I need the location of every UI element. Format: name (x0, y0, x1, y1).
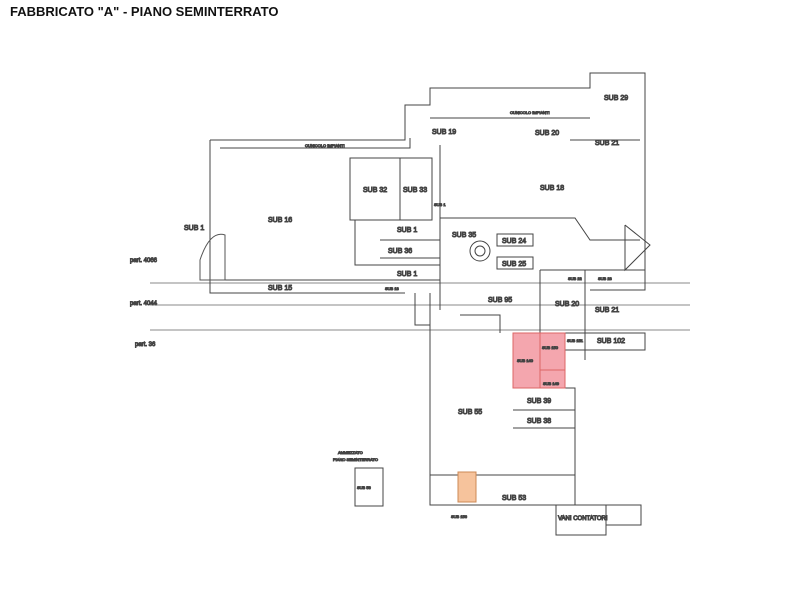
unit-label: SUB 21 (595, 307, 619, 314)
unit-label: SUB 36 (388, 248, 412, 255)
unit-label: SUB 16 (268, 217, 292, 224)
unit-label: SUB 29 (604, 95, 628, 102)
corridor-label: CUNICOLO IMPIANTI (510, 110, 550, 115)
unit-label: SUB 20 (535, 130, 559, 137)
unit-label: SUB 18 (385, 286, 400, 291)
unit-label: SUB 95 (488, 297, 512, 304)
unit-label: SUB 33 (403, 187, 427, 194)
unit-label: SUB 1 (434, 202, 446, 207)
unit-label: SUB 38 (527, 418, 551, 425)
unit-label: SUB 20 (555, 301, 579, 308)
unit-label: SUB 19 (432, 129, 456, 136)
highlight-sub156 (457, 471, 477, 503)
unit-label: SUB 25 (502, 261, 526, 268)
unit-label: SUB 102 (597, 338, 625, 345)
unit-label: SUB 156 (451, 514, 468, 519)
parcel-label: part. 36 (135, 342, 156, 348)
unit-label: SUB 22 (568, 276, 583, 281)
unit-label: SUB 32 (363, 187, 387, 194)
corridor-label: CUNICOLO IMPIANTI (305, 143, 345, 148)
unit-label: SUB 23 (598, 276, 613, 281)
mezzanine-label: PIANO SEMINTERRATO (333, 457, 378, 462)
unit-label: SUB 150 (542, 345, 559, 350)
unit-label: SUB 149 (543, 381, 560, 386)
unit-label: SUB 151 (567, 338, 584, 343)
unit-label: SUB 1 (184, 225, 204, 232)
unit-label: SUB 18 (540, 185, 564, 192)
unit-label: SUB 24 (502, 238, 526, 245)
unit-label: SUB 56 (357, 485, 372, 490)
unit-label: SUB 53 (502, 495, 526, 502)
unit-label: VANI CONTATORI (558, 516, 608, 522)
unit-label: SUB 39 (527, 398, 551, 405)
mezzanine-label: AMMEZZATO (338, 450, 363, 455)
unit-label: SUB 1 (397, 271, 417, 278)
unit-label: SUB 21 (595, 140, 619, 147)
unit-label: SUB 1 (397, 227, 417, 234)
unit-label: SUB 15 (268, 285, 292, 292)
highlight-sub140 (512, 332, 566, 389)
parcel-label: part. 4066 (130, 258, 158, 264)
plan-title: FABBRICATO "A" - PIANO SEMINTERRATO (10, 4, 279, 19)
unit-label: SUB 140 (517, 358, 534, 363)
unit-label: SUB 55 (458, 409, 482, 416)
parcel-label: part. 4044 (130, 301, 158, 307)
unit-label: SUB 35 (452, 232, 476, 239)
